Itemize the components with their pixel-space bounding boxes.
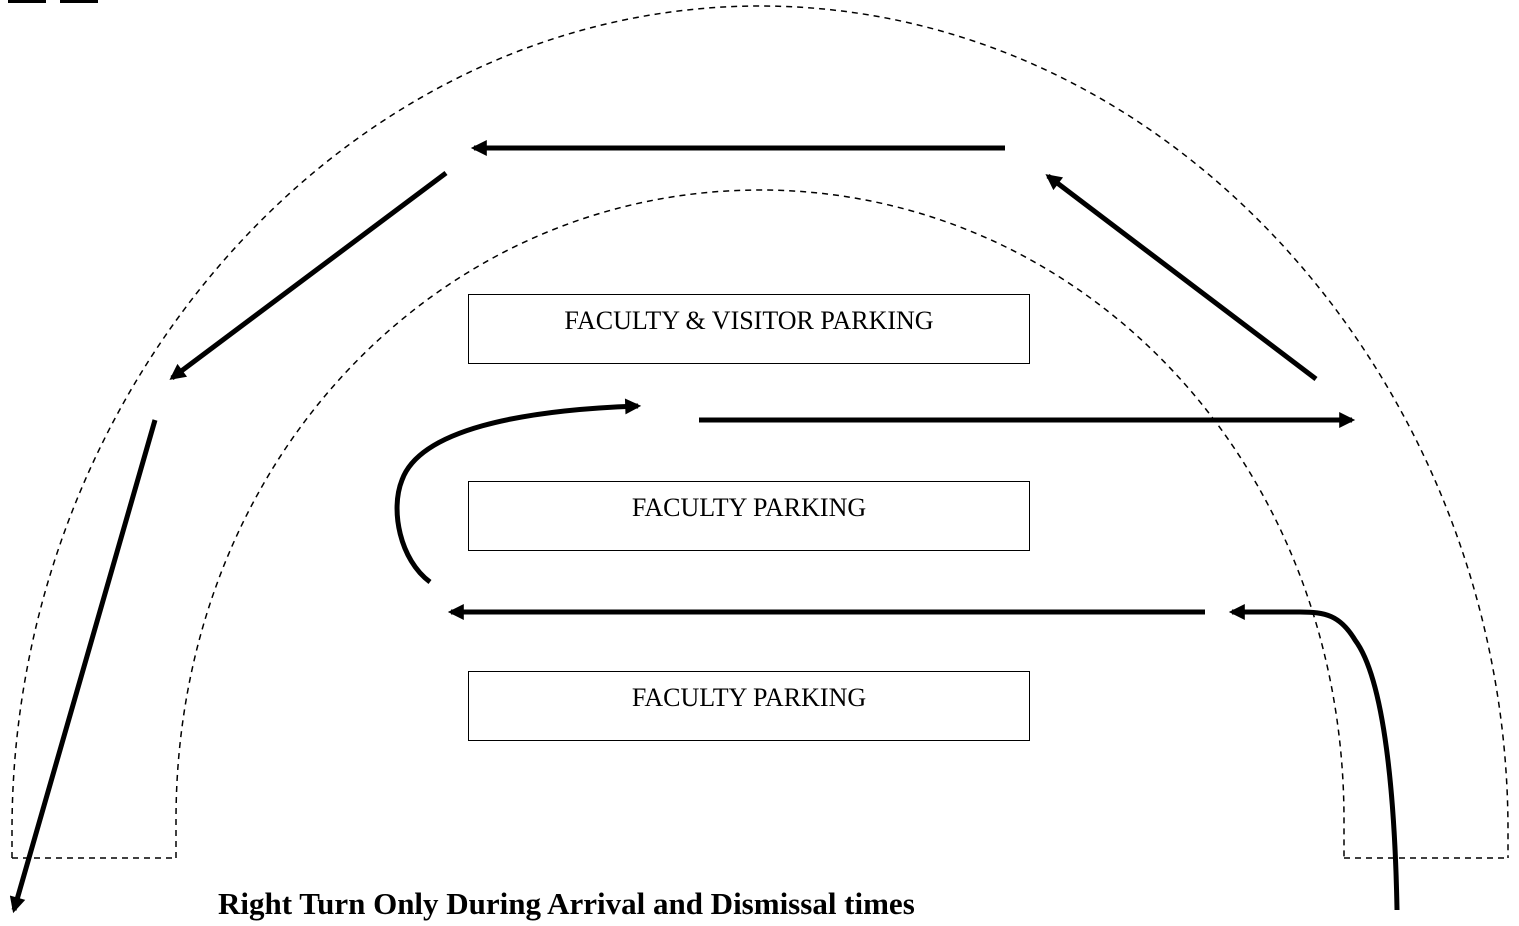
outer-road-boundary	[11, 5, 1509, 858]
corner-mark-left	[8, 0, 46, 3]
right-diagonal-arrow	[1045, 174, 1318, 381]
corner-mark	[8, 0, 98, 4]
upper-left-diagonal-arrow	[169, 170, 448, 381]
u-turn-curved-arrow	[394, 398, 642, 585]
left-exit-arrow	[9, 419, 158, 914]
faculty-visitor-parking-label: FACULTY & VISITOR PARKING	[564, 306, 934, 335]
corner-mark-right	[60, 0, 98, 3]
faculty-parking-label-lower: FACULTY PARKING	[631, 683, 867, 712]
faculty-parking-box-upper: FACULTY PARKING	[468, 481, 1030, 551]
inner-road-boundary	[175, 189, 1345, 858]
faculty-parking-label-upper: FACULTY PARKING	[631, 493, 867, 522]
faculty-visitor-parking-box: FACULTY & VISITOR PARKING	[468, 294, 1030, 364]
right-turn-caption: Right Turn Only During Arrival and Dismi…	[218, 886, 915, 921]
right-entry-curved-arrow	[1228, 604, 1400, 911]
faculty-parking-box-lower: FACULTY PARKING	[468, 671, 1030, 741]
